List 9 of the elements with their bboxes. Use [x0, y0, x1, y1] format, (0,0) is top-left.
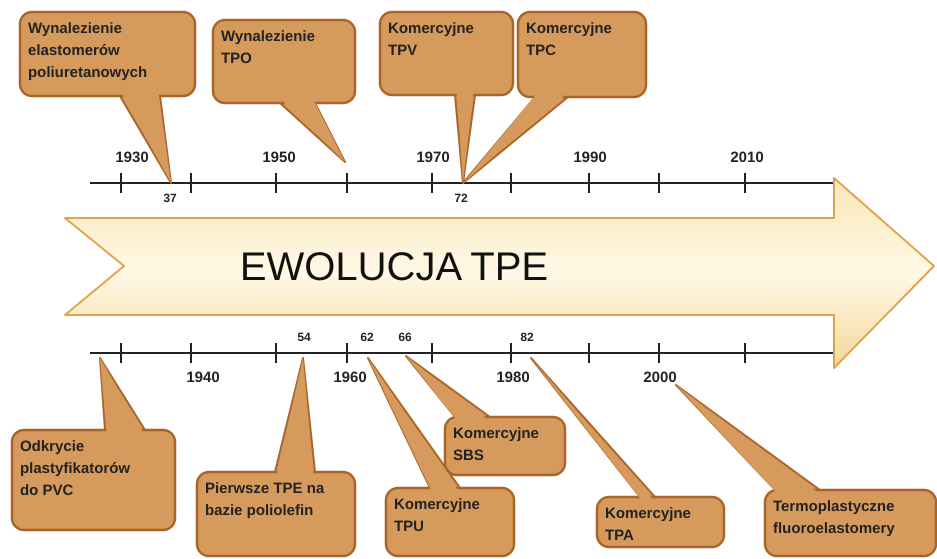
year-mark: 62 — [360, 329, 374, 346]
year-mark: 72 — [454, 190, 468, 207]
year-mark: 66 — [398, 329, 412, 346]
year-mark: 82 — [520, 329, 534, 346]
timeline-arrow — [64, 176, 936, 370]
year-mark: 37 — [163, 190, 177, 207]
arrow-title: EWOLUCJA TPE — [240, 246, 548, 286]
year-mark: 54 — [297, 329, 311, 346]
year-label: 2010 — [730, 148, 764, 168]
